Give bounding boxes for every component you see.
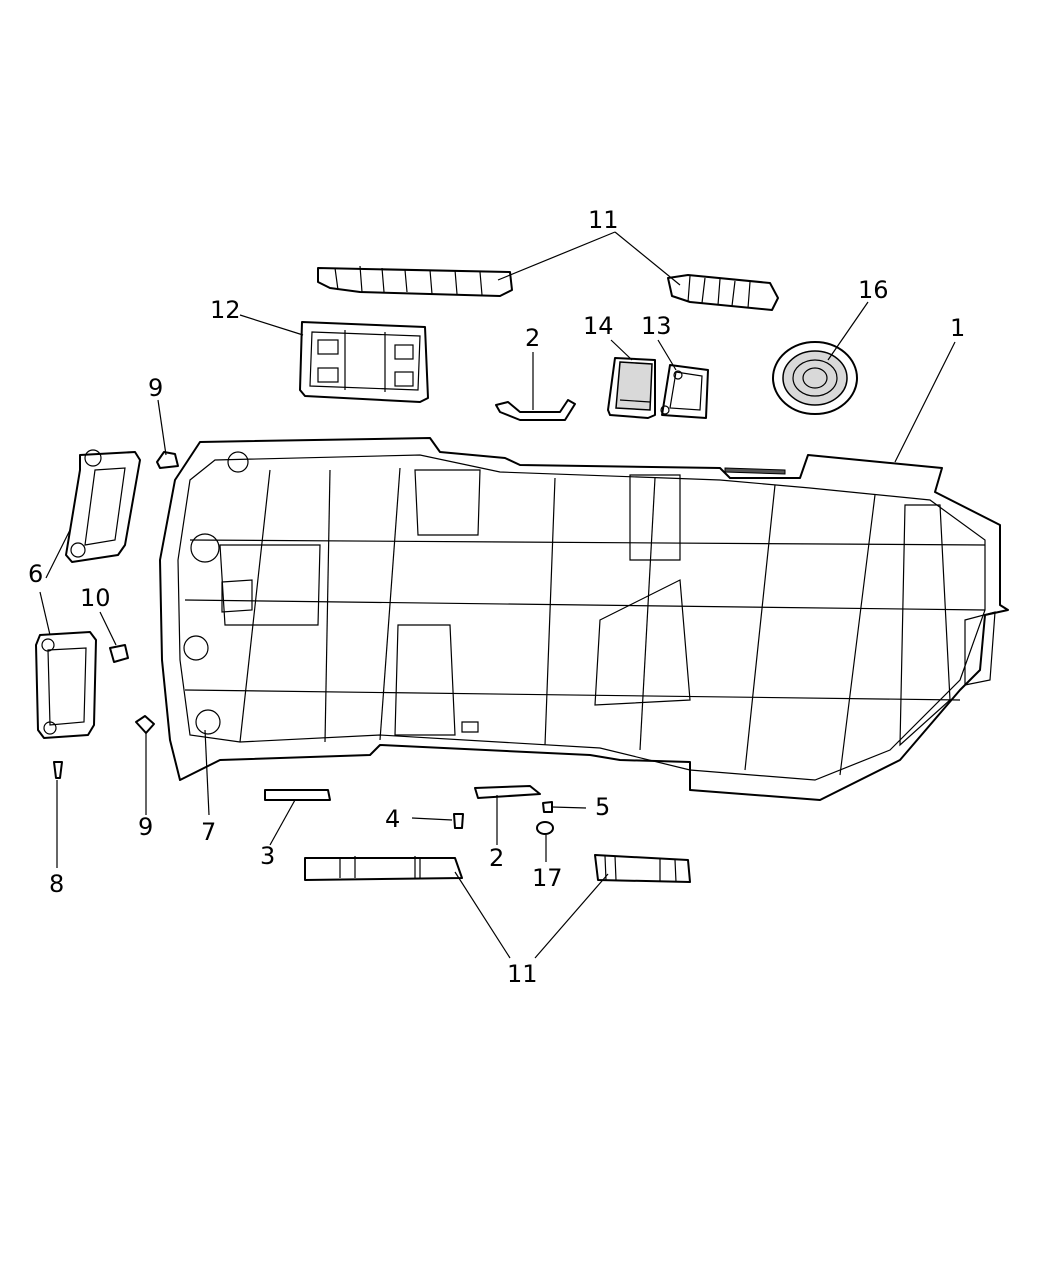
part-2-grab-handle-top [495, 399, 576, 421]
callout-17: 17 [532, 864, 563, 892]
part-3-grab-handle [264, 789, 331, 801]
part-14-lamp-lens [607, 357, 656, 419]
callout-14: 14 [583, 312, 614, 340]
callout-11-bottom: 11 [507, 960, 538, 988]
part-2-grab-handle-bottom [474, 785, 541, 799]
callout-2-top: 2 [525, 324, 540, 352]
part-11-top-right-rail [667, 274, 779, 311]
part-9-clip-bottom [135, 715, 155, 734]
part-12-console-bracket [299, 321, 429, 403]
part-11-top-left-rail [317, 265, 513, 297]
callout-3: 3 [260, 842, 275, 870]
part-11-bottom-left-rail [304, 856, 463, 881]
callout-10: 10 [80, 584, 111, 612]
callout-labels: 1 2 11 16 14 13 12 9 6 10 9 7 8 3 4 2 5 … [28, 206, 965, 988]
part-17-plug [536, 821, 554, 835]
callout-9-bottom: 9 [138, 813, 153, 841]
callout-7: 7 [201, 818, 216, 846]
callout-11-top: 11 [588, 206, 619, 234]
leader-lines [39, 231, 956, 959]
part-8-screw [53, 761, 63, 779]
callout-6: 6 [28, 560, 43, 588]
part-6-sun-visor-upper [65, 449, 141, 563]
part-5-clip [542, 801, 553, 813]
callout-13: 13 [641, 312, 672, 340]
part-13-lamp-housing [660, 364, 709, 419]
part-11-bottom-right-rail [594, 854, 691, 883]
callout-2-bottom: 2 [489, 844, 504, 872]
part-1-headliner [159, 437, 1009, 801]
callout-12: 12 [210, 296, 241, 324]
part-6-sun-visor-lower [35, 631, 97, 739]
callout-5: 5 [595, 793, 610, 821]
callout-4: 4 [385, 805, 400, 833]
callout-9-top: 9 [148, 374, 163, 402]
callout-1: 1 [950, 314, 965, 342]
part-4-clip [453, 813, 464, 829]
part-10-clip [109, 644, 129, 663]
callout-16: 16 [858, 276, 889, 304]
part-9-clip-top [156, 451, 179, 469]
part-16-speaker-grille [772, 341, 858, 415]
callout-8: 8 [49, 870, 64, 898]
